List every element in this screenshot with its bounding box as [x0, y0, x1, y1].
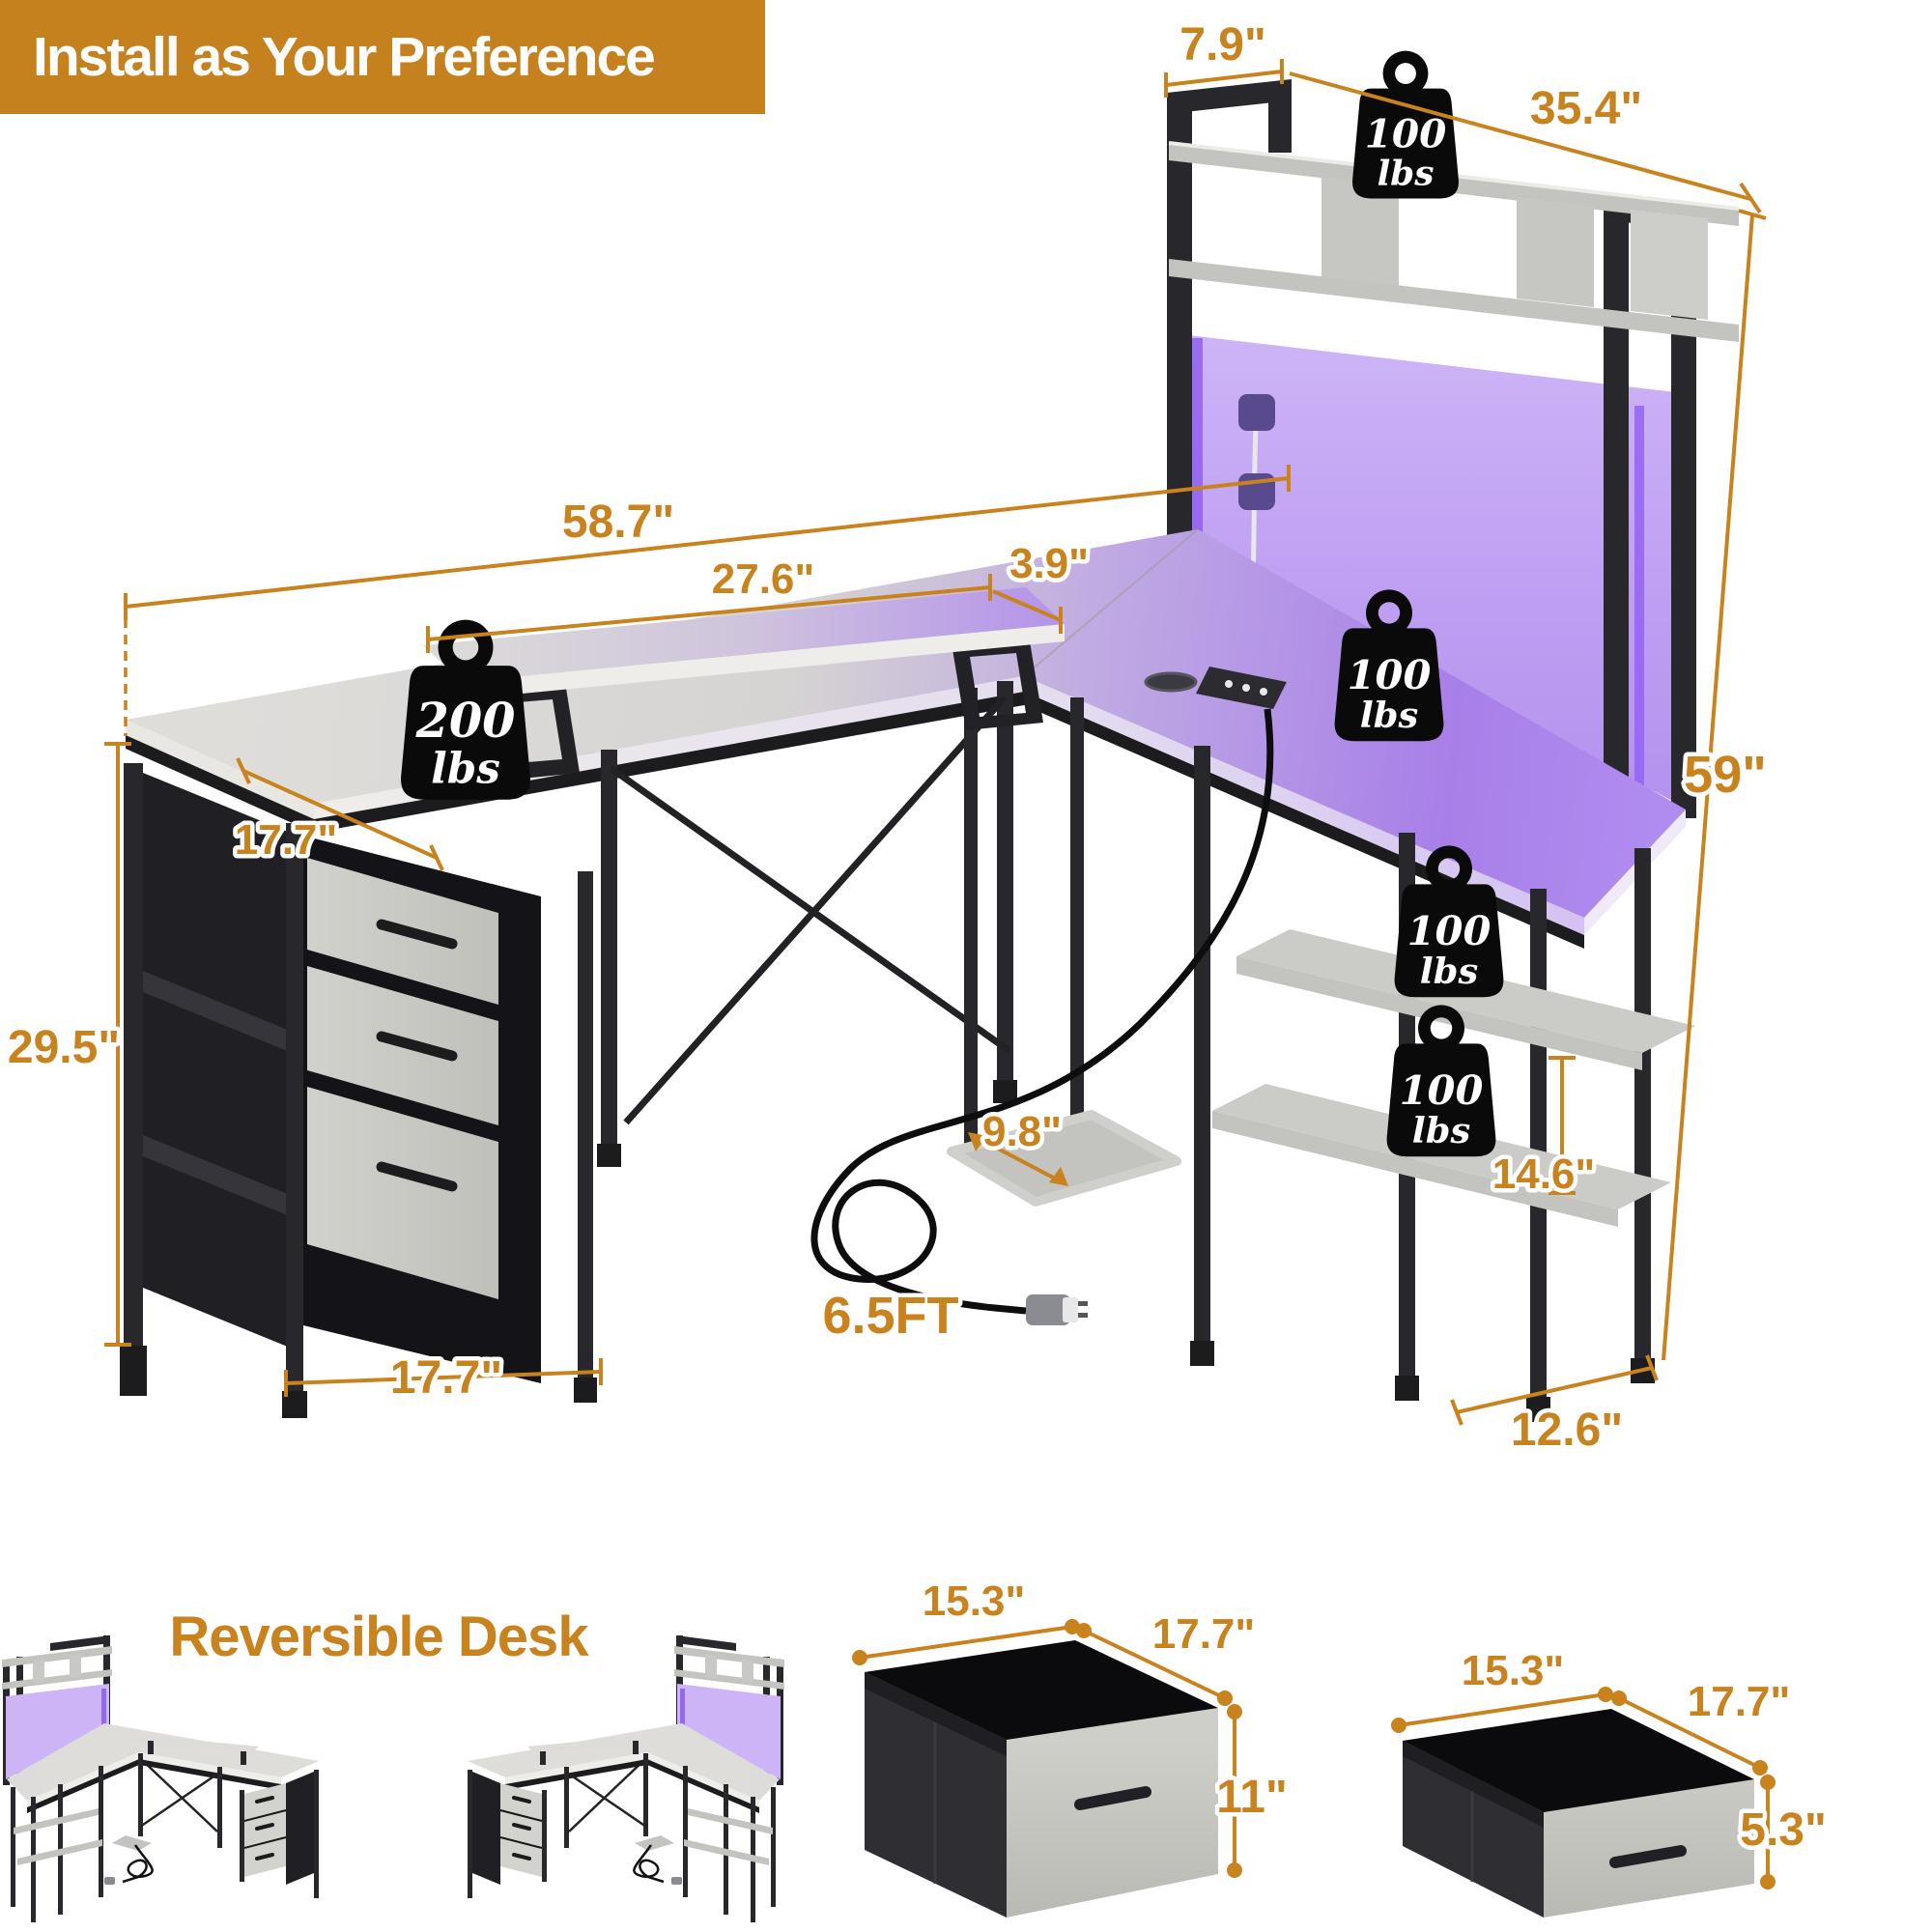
bottom-row: Reversible Desk 15.3" 17.7"	[0, 1574, 1831, 1924]
dim-desk-length: 58.7"	[124, 465, 1291, 736]
dim-hutch-width: 35.4"	[1289, 71, 1762, 214]
title-banner: Install as Your Preference	[0, 0, 765, 114]
weight-unit: lbs	[431, 745, 500, 794]
dim-stand-depth: 3.9"	[992, 536, 1094, 634]
weight-desk-left: 200 lbs	[401, 619, 530, 800]
weight-value: 200	[414, 693, 515, 749]
drawer-1-handle	[376, 919, 458, 950]
svg-text:14.6": 14.6"	[1492, 1151, 1596, 1198]
mini-desk-hutch-right	[466, 1634, 786, 1924]
dim-pedestal-height: 29.5"	[3, 742, 131, 1347]
drawer-box-small: 15.3" 17.7" 5.3"	[1391, 1643, 1831, 1918]
dim-box-small-depth: 17.7"	[1611, 1674, 1795, 1776]
hutch	[1167, 79, 1740, 818]
drawer-3-handle	[376, 1161, 458, 1192]
svg-text:15.3": 15.3"	[923, 1577, 1026, 1625]
x-frame-legs	[597, 681, 1017, 1167]
dim-total-height: 59"	[1662, 209, 1771, 1361]
weight-shelf-lower: 100 lbs	[1386, 1005, 1496, 1157]
svg-text:58.7": 58.7"	[562, 497, 674, 548]
desk-top	[126, 529, 1686, 918]
foot-shelf	[947, 1110, 1181, 1207]
dim-return-depth: 12.6"	[1450, 1354, 1659, 1461]
drawer-3	[307, 1087, 498, 1299]
svg-text:12.6": 12.6"	[1511, 1405, 1623, 1456]
svg-text:29.5": 29.5"	[8, 1022, 120, 1073]
dim-box-large-height: 11"	[1212, 1704, 1292, 1878]
svg-text:17.7": 17.7"	[235, 816, 338, 864]
hutch-led-panel	[1172, 333, 1692, 811]
svg-text:5.3": 5.3"	[1740, 1804, 1826, 1856]
dim-box-small-width: 15.3"	[1391, 1643, 1613, 1733]
weight-desk-right: 100 lbs	[1334, 589, 1444, 742]
svg-text:35.4": 35.4"	[1530, 83, 1642, 134]
box-handle	[1074, 1786, 1151, 1810]
svg-text:59": 59"	[1684, 746, 1767, 804]
weight-value: 100	[1348, 651, 1432, 698]
drawer-box-large: 15.3" 17.7" 11"	[852, 1574, 1292, 1918]
dim-pedestal-width: 17.7"	[284, 1349, 603, 1408]
dim-box-small-height: 5.3"	[1736, 1775, 1831, 1889]
power-strip	[1144, 667, 1287, 709]
dim-cord-length: 6.5FT	[818, 1283, 963, 1350]
drawer-2-handle	[376, 1031, 458, 1062]
svg-text:17.7": 17.7"	[1688, 1678, 1791, 1725]
monitor-stand-board	[423, 587, 1065, 682]
weight-value: 100	[1400, 1066, 1484, 1114]
mini-desk-hutch-left	[0, 1634, 321, 1924]
svg-text:17.7": 17.7"	[1152, 1610, 1256, 1658]
weight-unit: lbs	[1412, 1109, 1470, 1151]
drawer-pedestal	[120, 763, 597, 1418]
weight-value: 100	[1407, 907, 1492, 954]
grommet-hole	[1144, 671, 1198, 693]
weight-unit: lbs	[1420, 950, 1478, 992]
dim-box-large-depth: 17.7"	[1076, 1606, 1260, 1706]
svg-text:3.9": 3.9"	[1009, 540, 1089, 587]
power-cord	[810, 708, 1274, 1325]
weight-value: 100	[1365, 110, 1447, 156]
svg-text:11": 11"	[1216, 1772, 1288, 1823]
hutch-cubby-shelf	[1169, 259, 1739, 342]
svg-text:9.8": 9.8"	[982, 1108, 1062, 1155]
svg-text:6.5FT: 6.5FT	[822, 1287, 958, 1345]
weight-hutch: 100 lbs	[1352, 50, 1459, 199]
svg-text:15.3": 15.3"	[1462, 1647, 1565, 1694]
dim-hutch-depth: 7.9"	[1164, 15, 1284, 98]
svg-text:27.6": 27.6"	[712, 555, 815, 603]
dimensions: 7.9" 35.4" 58.7"	[3, 15, 1771, 1461]
dim-desk-depth: 17.7"	[230, 757, 444, 871]
banner-title: Install as Your Preference	[33, 26, 656, 88]
svg-text:7.9": 7.9"	[1179, 19, 1265, 71]
dim-box-large-width: 15.3"	[852, 1574, 1080, 1665]
main-diagram: 100 lbs 200 lbs 100 lbs 100 lbs 100	[3, 15, 1771, 1461]
svg-text:17.7": 17.7"	[390, 1352, 502, 1404]
dim-foot-shelf: 9.8"	[968, 1104, 1068, 1186]
reversible-desk-title: Reversible Desk	[169, 1605, 589, 1668]
dim-stand-width: 27.6"	[426, 552, 992, 653]
plug-icon	[1026, 1294, 1088, 1325]
weight-unit: lbs	[1378, 153, 1435, 193]
weight-unit: lbs	[1360, 694, 1418, 736]
weight-shelf-upper: 100 lbs	[1394, 845, 1504, 998]
box-handle	[1609, 1845, 1687, 1868]
dim-shelf-spacing: 14.6"	[1488, 1056, 1600, 1203]
